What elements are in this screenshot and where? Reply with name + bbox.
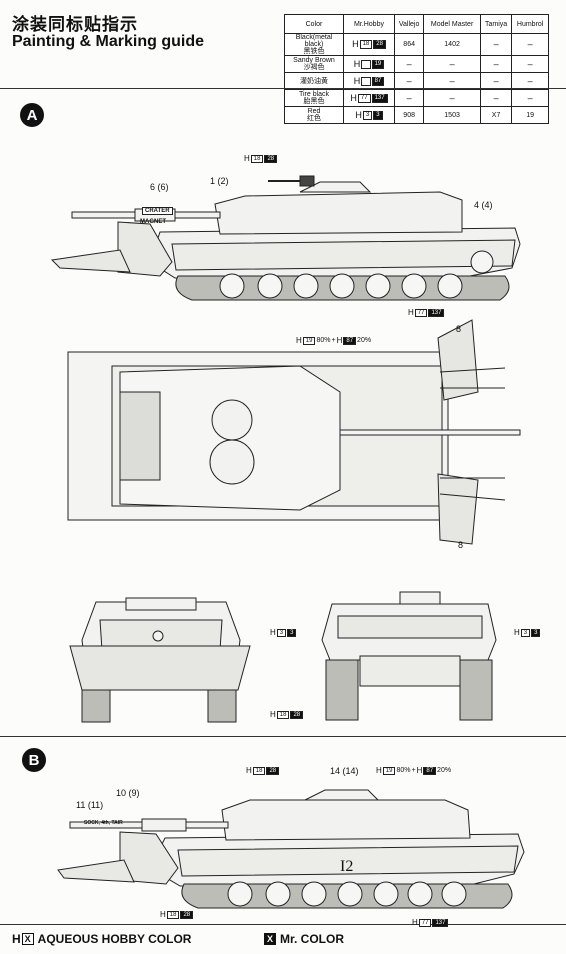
turret-number-marking: I2 [340, 858, 354, 875]
section-a-divider [0, 88, 566, 89]
color-name-cn: 胎黑色 [303, 98, 325, 105]
plow-text-magnet: MAGNET [140, 219, 166, 225]
color-reference-table: Color Mr.Hobby Vallejo Model Master Tami… [284, 14, 549, 124]
callout-1: 1 (2) [210, 176, 229, 186]
tank-a-top-view [67, 319, 521, 545]
section-a-badge: A [20, 103, 44, 127]
legend-h: H [12, 932, 21, 946]
humbrol-value: 19 [511, 106, 549, 124]
tamiya-value: X7 [479, 106, 513, 124]
aqueous-code [361, 76, 371, 86]
callout-14: 14 (14) [330, 766, 359, 776]
color-name: Red [307, 108, 321, 115]
tank-a-side-view [50, 175, 521, 301]
section-b-badge: B [22, 748, 46, 772]
callout-6: 6 (6) [150, 182, 169, 192]
tank-b-side-view [57, 789, 525, 909]
legend-aqueous-label: AQUEOUS HOBBY COLOR [37, 932, 192, 946]
aqueous-code: 77 [357, 93, 371, 103]
color-name: Sandy Brown [293, 57, 335, 64]
color-name-cn: 灌奶油黄 [300, 77, 328, 85]
color-name-cn: 黑铁色 [303, 48, 325, 55]
plow-text-crater: CRATER [142, 207, 173, 215]
vallejo-value: 908 [393, 106, 425, 124]
color-name-cn: 红色 [307, 115, 321, 122]
mr-color-code: 137 [371, 93, 388, 103]
legend-mr-label: Mr. COLOR [280, 932, 345, 946]
gun-barrel-text: SOCK, 4th, TAIR [84, 820, 123, 826]
color-name-cn: 沙褐色 [303, 64, 325, 71]
h-prefix: H [353, 75, 361, 86]
color-name: Black(metal black) [295, 34, 333, 48]
table-row: 灌奶油黄 H 87 – – – – [284, 72, 549, 90]
aqueous-code: 18 [359, 40, 373, 49]
h-prefix: H [355, 109, 362, 120]
legend-aqueous-box: X [21, 933, 34, 945]
section-b-divider [0, 736, 566, 737]
tank-a-rear-view [321, 591, 497, 721]
legend-mr-box: X [264, 933, 276, 945]
mr-color-code: 87 [371, 76, 385, 86]
mr-color-code: 3 [373, 110, 383, 120]
h-prefix: H [352, 39, 359, 49]
h-prefix: H [353, 58, 361, 69]
aqueous-code [361, 59, 371, 69]
mr-color-code: 28 [373, 40, 386, 49]
callout-8-top: 8 [456, 324, 462, 334]
callout-4: 4 (4) [474, 200, 493, 210]
legend-mr-color: X Mr. COLOR [264, 932, 344, 946]
page-title-en: Painting & Marking guide [12, 33, 205, 50]
page-title-cn: 涂装同标贴指示 [12, 15, 138, 34]
h-prefix: H [350, 92, 357, 103]
callout-11: 11 (11) [76, 800, 104, 810]
tank-a-front-view [69, 597, 251, 723]
color-name: Tire black [298, 91, 330, 98]
callout-10: 10 (9) [116, 788, 140, 798]
vallejo-value: 864 [393, 33, 425, 56]
mr-color-code: 19 [371, 59, 385, 69]
callout-8-bottom: 8 [458, 540, 464, 550]
aqueous-code: 3 [362, 110, 373, 120]
legend-divider [0, 924, 566, 925]
